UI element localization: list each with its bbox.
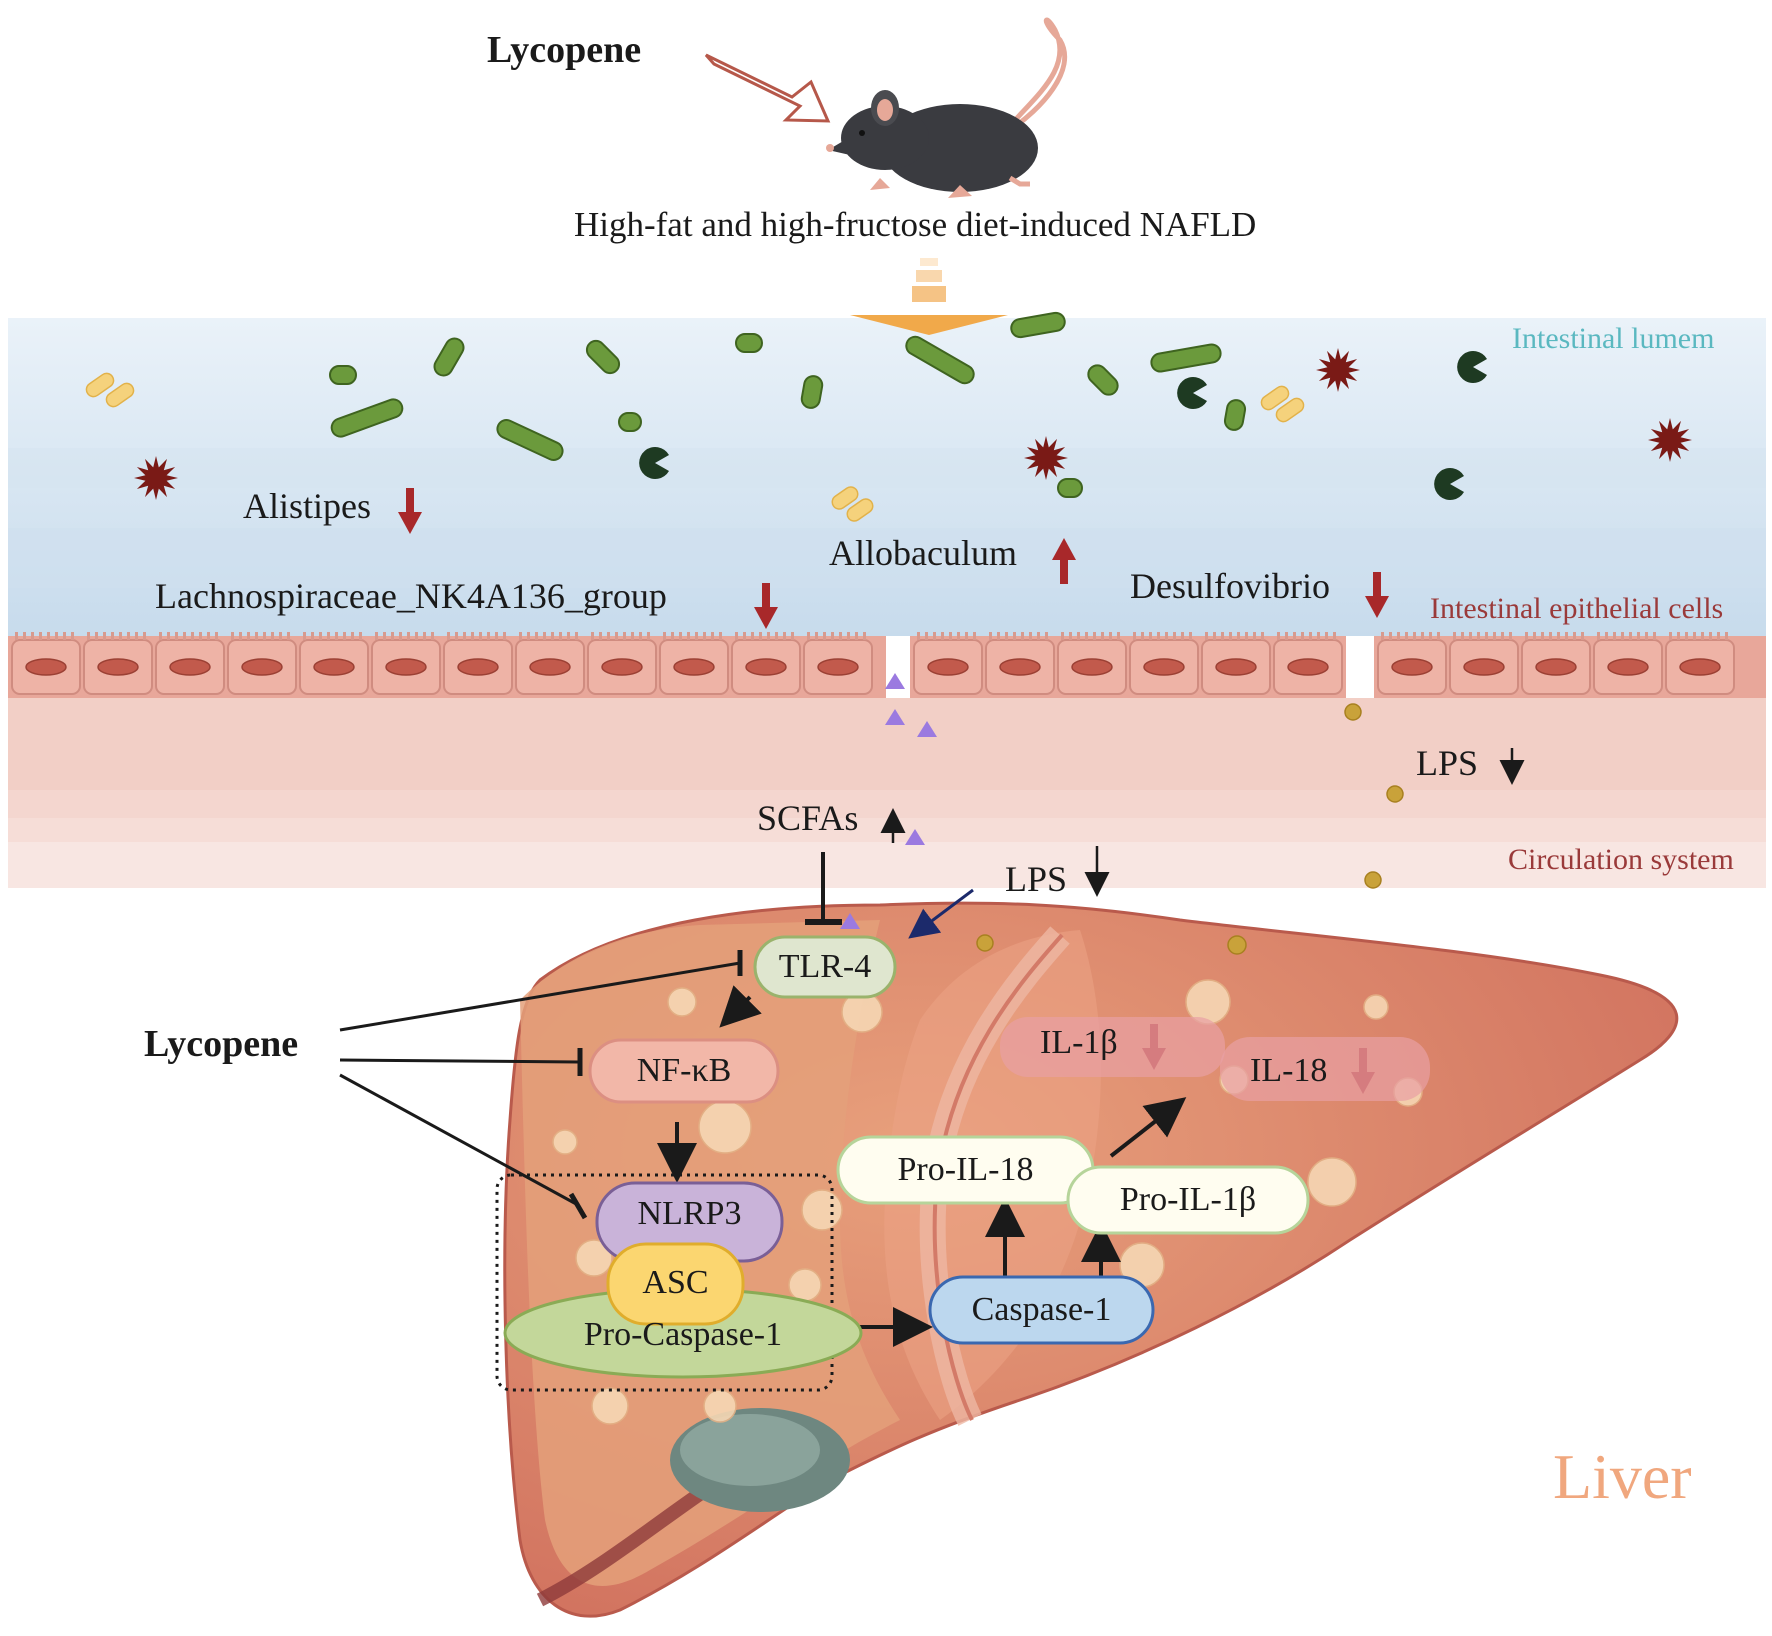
lycopene-inhibit-nfkb-line xyxy=(339,1058,579,1064)
scfas-label: SCFAs xyxy=(757,798,859,838)
down-arrow-icon xyxy=(850,258,1008,335)
lycopene-side-label: Lycopene xyxy=(144,1023,299,1065)
epithelial-zone-label: Intestinal epithelial cells xyxy=(1430,592,1724,625)
green-bacterium xyxy=(1223,399,1247,431)
spiky-bacterium xyxy=(1316,348,1360,392)
epithelial-cell xyxy=(1665,632,1735,695)
epithelial-cell xyxy=(1593,632,1663,695)
epithelial-cell xyxy=(83,632,153,695)
nfkb-node: NF-κB xyxy=(636,1052,732,1089)
yellow-rod-bacterium xyxy=(105,382,135,408)
green-bacterium xyxy=(618,412,642,432)
desulfovibrio-down-arrow xyxy=(1365,572,1389,618)
green-bacterium xyxy=(496,419,564,461)
green-bacterium xyxy=(1150,343,1222,373)
spiky-bacterium xyxy=(1024,436,1068,480)
caspase1-node: Caspase-1 xyxy=(971,1291,1112,1328)
epithelial-cell xyxy=(913,632,983,695)
green-bacterium xyxy=(1087,364,1119,396)
epithelial-cell xyxy=(985,632,1055,695)
lps-gut-label: LPS xyxy=(1416,743,1479,783)
green-bacterium xyxy=(585,339,621,375)
green-bacterium xyxy=(330,398,404,438)
liver-zone-label: Liver xyxy=(1553,1441,1692,1512)
epithelial-cell xyxy=(731,632,801,695)
tlr4-to-nfkb-arrow xyxy=(719,985,762,1028)
dark-bacterium xyxy=(1177,376,1207,409)
allobaculum-up-arrow xyxy=(1052,538,1076,584)
spiky-bacterium xyxy=(1648,418,1692,462)
lachnospiraceae-label: Lachnospiraceae_NK4A136_group xyxy=(155,576,667,616)
epithelial-cell xyxy=(443,632,513,695)
yellow-rod-bacterium xyxy=(1260,385,1290,411)
pro-il1b-node: Pro-IL-1β xyxy=(1119,1181,1257,1218)
il18-label: IL-18 xyxy=(1250,1052,1328,1089)
pathway-node-shapes xyxy=(503,935,1310,1379)
epithelial-cell xyxy=(1377,632,1447,695)
proil-to-il-arrow xyxy=(1109,1097,1187,1158)
green-bacterium xyxy=(800,375,824,409)
lachno-down-arrow xyxy=(754,583,778,629)
pathway-arrows xyxy=(339,748,1525,1347)
epithelial-cell xyxy=(1273,632,1343,695)
dark-bacterium xyxy=(1434,468,1464,500)
asc-node: ASC xyxy=(642,1264,709,1301)
allobaculum-label: Allobaculum xyxy=(829,533,1017,573)
lycopene-top-label: Lycopene xyxy=(487,29,642,71)
tlr4-node: TLR-4 xyxy=(778,948,872,985)
gut-microbiota-illustration xyxy=(85,311,1692,522)
pro-il18-node: Pro-IL-18 xyxy=(897,1151,1034,1188)
lycopene-inhibit-tlr4-line xyxy=(339,961,741,1032)
green-bacterium xyxy=(433,337,465,377)
epithelial-cell xyxy=(299,632,369,695)
epithelial-cell xyxy=(803,632,873,695)
mouse-icon xyxy=(826,17,1068,198)
epithelial-cell xyxy=(227,632,297,695)
epithelial-cell xyxy=(1449,632,1519,695)
epithelial-cell xyxy=(515,632,585,695)
epithelial-cell xyxy=(1521,632,1591,695)
green-bacterium xyxy=(905,335,975,385)
lycopene-inhibit-nlrp3-line xyxy=(339,1073,579,1207)
yellow-rod-bacterium xyxy=(831,486,859,510)
lps-molecules xyxy=(976,703,1404,955)
dark-bacterium xyxy=(639,446,669,479)
epithelial-cell xyxy=(371,632,441,695)
epithelial-cell xyxy=(11,632,81,695)
dark-bacterium xyxy=(1457,351,1487,383)
epithelial-cell xyxy=(1129,632,1199,695)
circulation-zone-label: Circulation system xyxy=(1508,843,1734,876)
green-bacterium xyxy=(329,365,357,385)
lycopene-feeding-arrow xyxy=(704,53,831,123)
desulfovibrio-label: Desulfovibrio xyxy=(1130,566,1330,606)
alistipes-label: Alistipes xyxy=(243,486,372,526)
nlrp3-node: NLRP3 xyxy=(637,1195,742,1232)
lipid-droplets xyxy=(552,979,1423,1425)
scfa-molecules xyxy=(840,673,937,929)
epithelial-cell xyxy=(155,632,225,695)
epithelial-cell xyxy=(587,632,657,695)
il1b-label: IL-1β xyxy=(1040,1024,1118,1061)
epithelial-cell xyxy=(659,632,729,695)
yellow-rod-bacterium xyxy=(846,498,874,522)
yellow-rod-bacterium xyxy=(1275,397,1305,423)
il1b-halo xyxy=(1000,1017,1225,1077)
il18-halo xyxy=(1220,1037,1430,1101)
epithelial-cell xyxy=(1057,632,1127,695)
alistipes-down-arrow xyxy=(398,488,422,534)
condition-label: High-fat and high-fructose diet-induced … xyxy=(574,205,1257,244)
green-bacterium xyxy=(1057,478,1083,498)
spiky-bacterium xyxy=(134,456,178,500)
lps-activates-tlr4-arrow xyxy=(908,888,974,939)
lumen-zone-label: Intestinal lumem xyxy=(1512,322,1715,355)
epithelial-cell xyxy=(1201,632,1271,695)
lps-circulation-label: LPS xyxy=(1005,859,1068,899)
yellow-rod-bacterium xyxy=(85,372,115,398)
pro-caspase1-node: Pro-Caspase-1 xyxy=(583,1316,783,1353)
green-bacterium xyxy=(735,333,763,353)
